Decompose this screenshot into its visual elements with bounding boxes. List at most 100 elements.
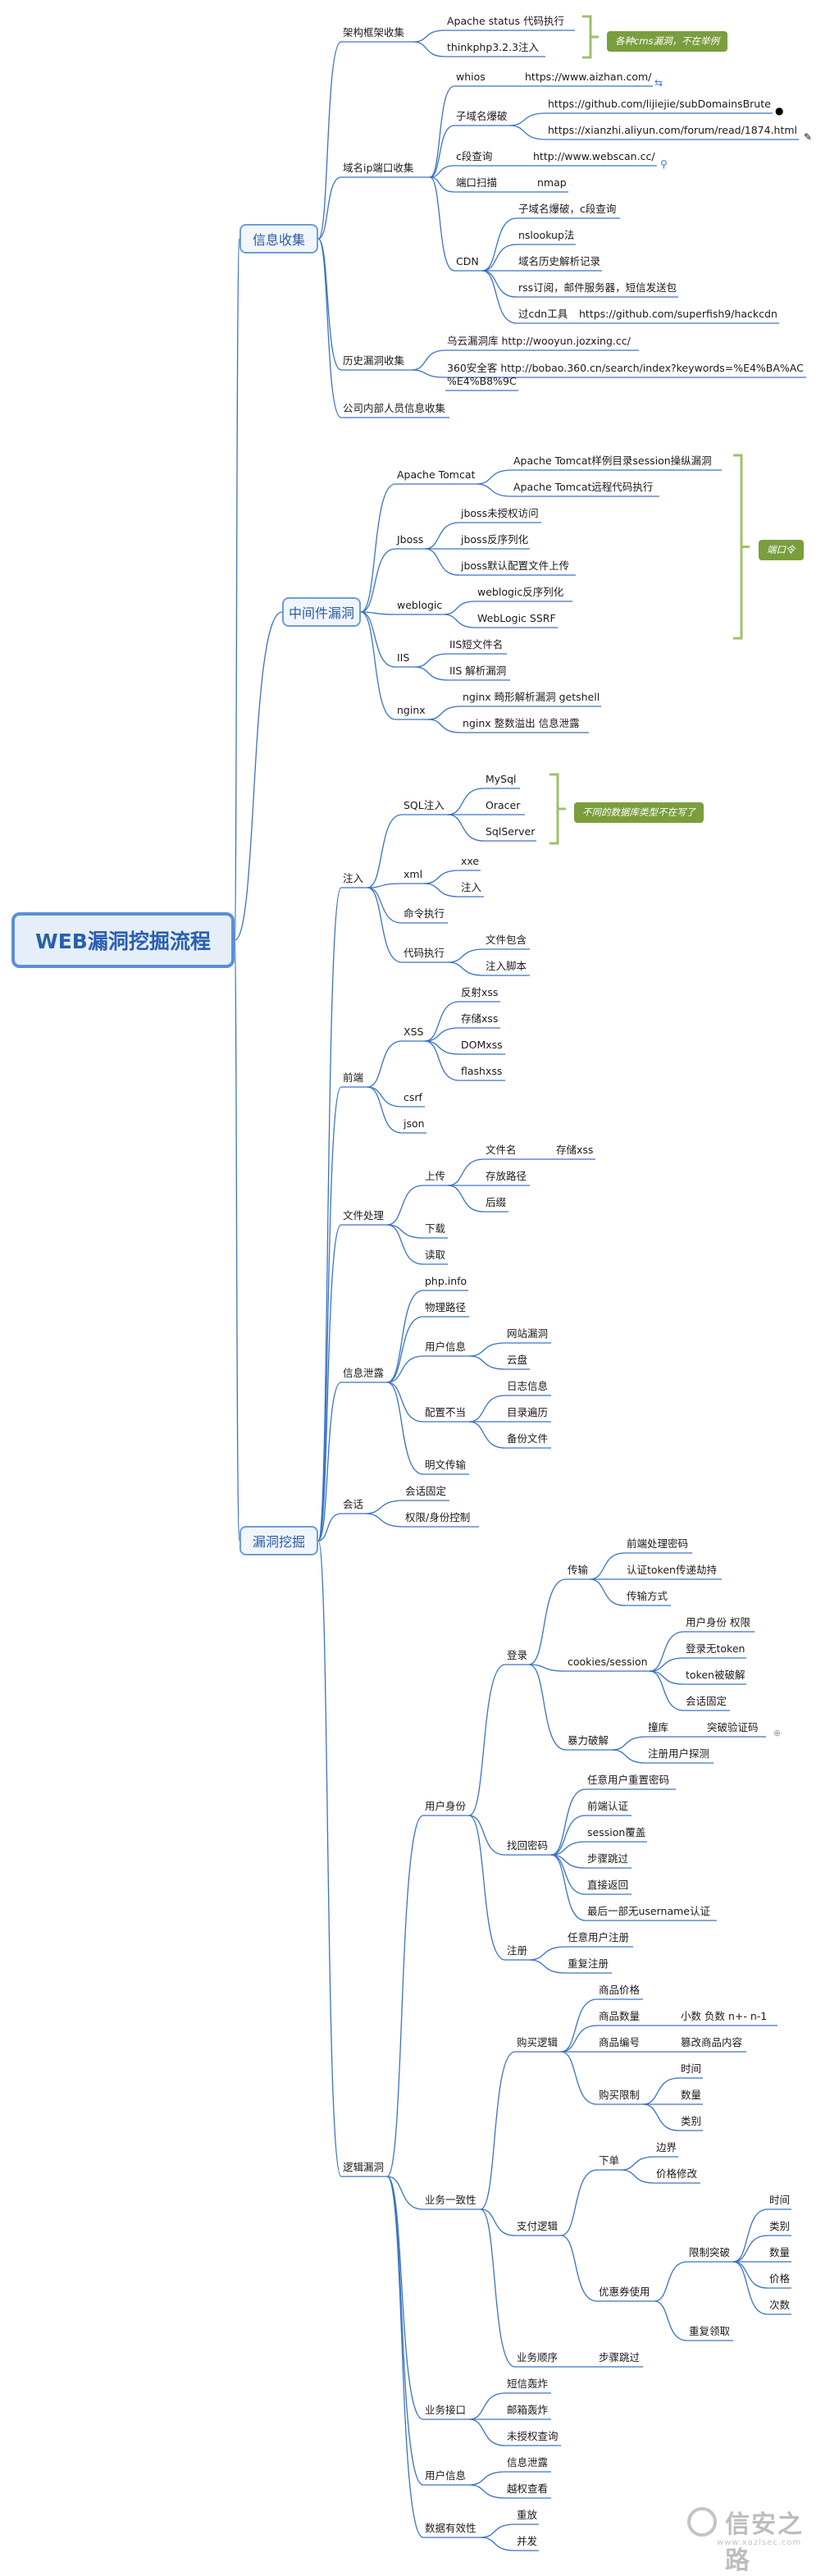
node-whois: whios xyxy=(456,71,486,83)
edge-mysql xyxy=(447,788,485,815)
edge-info_leak2 xyxy=(468,2471,506,2486)
edge-sqli xyxy=(367,814,403,888)
edge-cmd xyxy=(367,887,403,924)
node-xxe: xxe xyxy=(461,855,480,867)
edge-netdisk_vuln xyxy=(468,1342,506,1357)
node-token-hijack: 认证token传递劫持 xyxy=(627,1564,717,1576)
edge-limit_type xyxy=(642,2103,680,2131)
node-replay: 重放 xyxy=(517,2509,538,2521)
node-c-segment: c段查询 xyxy=(456,150,493,162)
edge-identity xyxy=(386,1815,424,2177)
node-sub-url1: https://github.com/lijiejie/subDomainsBr… xyxy=(548,98,771,110)
edge-tomcat xyxy=(360,483,396,613)
edge-session xyxy=(317,1513,342,1541)
node-lb-times: 次数 xyxy=(769,2299,791,2311)
node-suffix: 后缀 xyxy=(486,1196,507,1208)
edge-data_valid xyxy=(386,2176,424,2538)
edge-suffix xyxy=(447,1185,485,1213)
node-domain-ip: 域名ip端口收集 xyxy=(343,162,414,174)
edge-port_scan xyxy=(429,176,455,193)
node-lb-time: 时间 xyxy=(769,2194,791,2206)
edge-no_token xyxy=(649,1657,685,1672)
node-misconfig: 配置不当 xyxy=(425,1406,467,1418)
bracket-port xyxy=(733,454,750,640)
bracket-cms xyxy=(582,15,599,59)
node-limit-break: 限制突破 xyxy=(689,2246,731,2259)
node-jboss1: jboss未授权访问 xyxy=(461,507,539,519)
node-weblogic2: WebLogic SSRF xyxy=(477,612,556,624)
node-transfer-method: 传输方式 xyxy=(627,1590,668,1602)
node-log-info: 日志信息 xyxy=(507,1380,549,1392)
root-node: WEB漏洞挖掘流程 xyxy=(11,912,235,968)
node-nmap: nmap xyxy=(537,176,567,189)
edge-lb_time xyxy=(732,2208,768,2263)
edge-iis1 xyxy=(414,653,449,668)
edge-staff xyxy=(317,238,342,418)
edge-c_segment xyxy=(429,165,455,178)
node-login: 登录 xyxy=(507,1649,528,1661)
edge-weblogic1 xyxy=(443,601,476,615)
node-framework: 架构框架收集 xyxy=(343,26,405,39)
node-limit-time: 时间 xyxy=(681,2062,702,2075)
edge-cdn xyxy=(429,176,455,272)
node-quantity: 商品数量 xyxy=(599,2010,641,2022)
edge-filename xyxy=(447,1158,485,1186)
node-captcha: 突破验证码 xyxy=(707,1721,759,1733)
node-brute: 暴力破解 xyxy=(568,1734,609,1747)
node-price-mod: 价格修改 xyxy=(656,2167,698,2180)
node-phys-path: 物理路径 xyxy=(425,1301,467,1313)
edge-root-major-info xyxy=(234,238,240,941)
edge-reg_probe xyxy=(611,1749,647,1764)
watermark-text: 信安之路 xyxy=(725,2510,804,2575)
node-privilege: 权限/身份控制 xyxy=(405,1511,471,1523)
node-netdisk-vuln: 网站漏洞 xyxy=(507,1327,549,1340)
edge-cloud xyxy=(468,1355,506,1370)
node-cmd: 命令执行 xyxy=(404,907,445,920)
watermark-logo-icon xyxy=(687,2507,717,2537)
node-whois-url: https://www.aizhan.com/ xyxy=(525,71,652,83)
node-pay-logic: 支付逻辑 xyxy=(517,2220,559,2232)
edge-xss xyxy=(367,1040,403,1088)
node-session-fix: 会话固定 xyxy=(405,1485,447,1497)
edge-login xyxy=(468,1664,506,1816)
node-sms-bomb: 短信轰炸 xyxy=(507,2377,549,2390)
edge-jboss1 xyxy=(424,522,460,550)
edge-session_cover xyxy=(550,1841,586,1856)
node-lb-price: 价格 xyxy=(769,2272,791,2285)
bracket-db xyxy=(549,773,566,845)
node-leak: 信息泄露 xyxy=(343,1367,385,1379)
node-concurrent: 并发 xyxy=(517,2535,538,2547)
node-weblogic1: weblogic反序列化 xyxy=(477,586,564,598)
edge-session_fix xyxy=(364,1500,404,1514)
node-lb-type: 类别 xyxy=(769,2220,791,2232)
edge-plaintext xyxy=(386,1382,424,1475)
node-last-step: 最后一部无username认证 xyxy=(587,1905,710,1917)
edge-recover xyxy=(468,1815,506,1856)
edge-jboss xyxy=(360,548,396,613)
node-order: 下单 xyxy=(599,2154,620,2167)
node-cdn5-url: https://github.com/superfish9/hackcdn xyxy=(579,308,777,320)
node-reg-any: 任意用户注册 xyxy=(568,1931,630,1943)
node-tomcat2: Apache Tomcat远程代码执行 xyxy=(513,481,654,493)
link-icon: ⇆ xyxy=(654,77,663,89)
watermark-url: www.xazlsec.com xyxy=(717,2538,802,2547)
edge-weblogic xyxy=(360,611,396,615)
edge-unauth_query xyxy=(468,2418,506,2446)
node-upload: 上传 xyxy=(425,1170,446,1182)
node-no-token: 登录无token xyxy=(686,1642,746,1655)
edge-whois xyxy=(429,85,455,178)
edge-quantity xyxy=(560,2025,598,2053)
edge-sub_url1 xyxy=(508,112,547,126)
edge-framework xyxy=(317,41,342,240)
edge-lb_type xyxy=(732,2235,768,2263)
edge-privilege xyxy=(364,1513,404,1528)
node-sub-url2: https://xianzhi.aliyun.com/forum/read/18… xyxy=(548,124,798,136)
edge-price_mod xyxy=(620,2169,655,2184)
node-code-exec: 代码执行 xyxy=(404,947,445,959)
edge-lb_times xyxy=(732,2261,768,2315)
github-icon: ● xyxy=(775,105,784,116)
edge-log_info xyxy=(468,1395,506,1423)
node-xml: xml xyxy=(404,868,423,880)
node-reset-any: 任意用户重置密码 xyxy=(587,1774,670,1786)
node-nginx1: nginx 畸形解析漏洞 getshell xyxy=(463,691,600,703)
